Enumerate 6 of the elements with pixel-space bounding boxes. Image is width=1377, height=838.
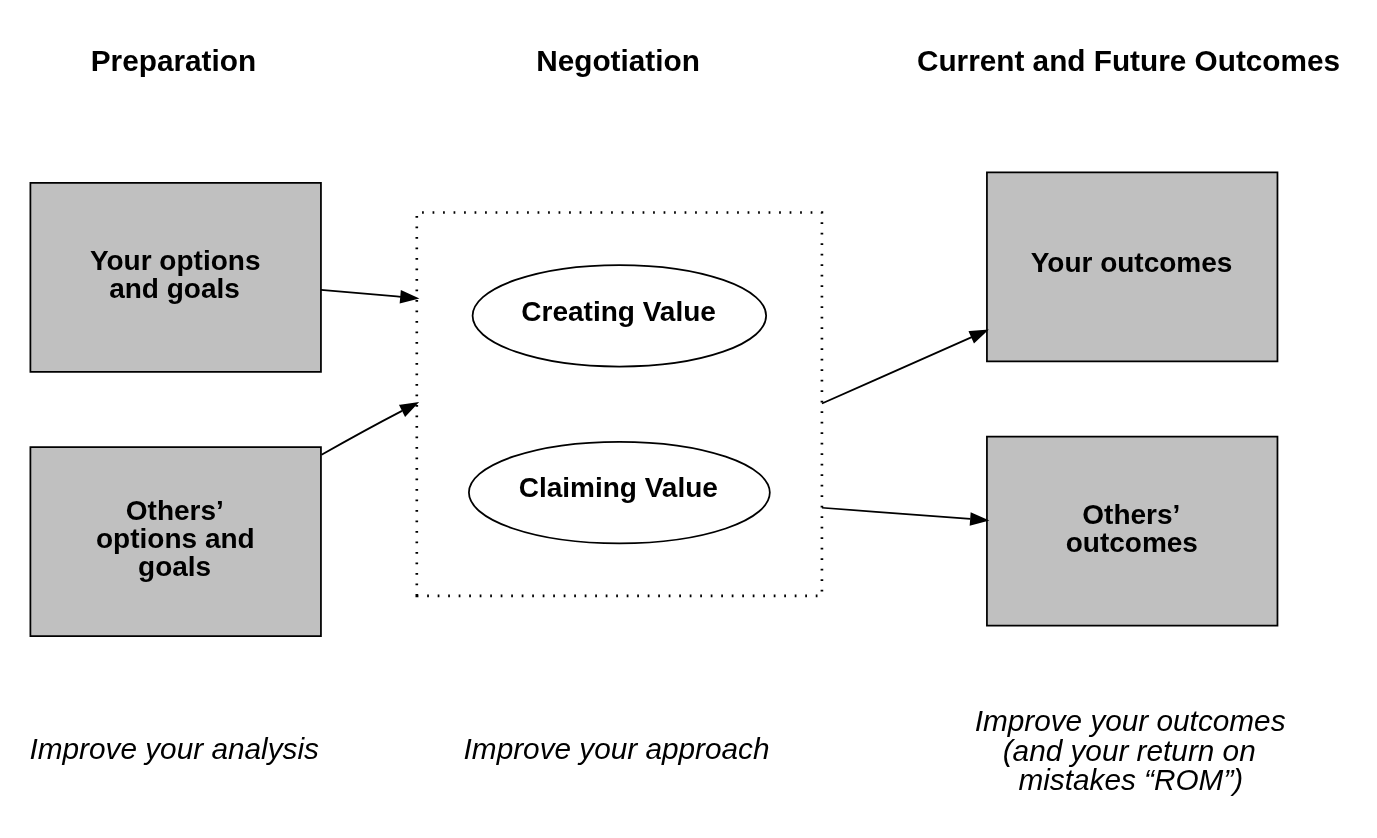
label: Preparation <box>90 43 257 77</box>
label: Improve your analysis <box>29 731 319 765</box>
label: Improve your approach <box>463 731 770 765</box>
label: Negotiation <box>536 43 700 77</box>
label: Improve your outcomes (and your return on mistakes “ROM”) <box>974 703 1286 796</box>
label: Current and Future Outcomes <box>916 43 1341 77</box>
